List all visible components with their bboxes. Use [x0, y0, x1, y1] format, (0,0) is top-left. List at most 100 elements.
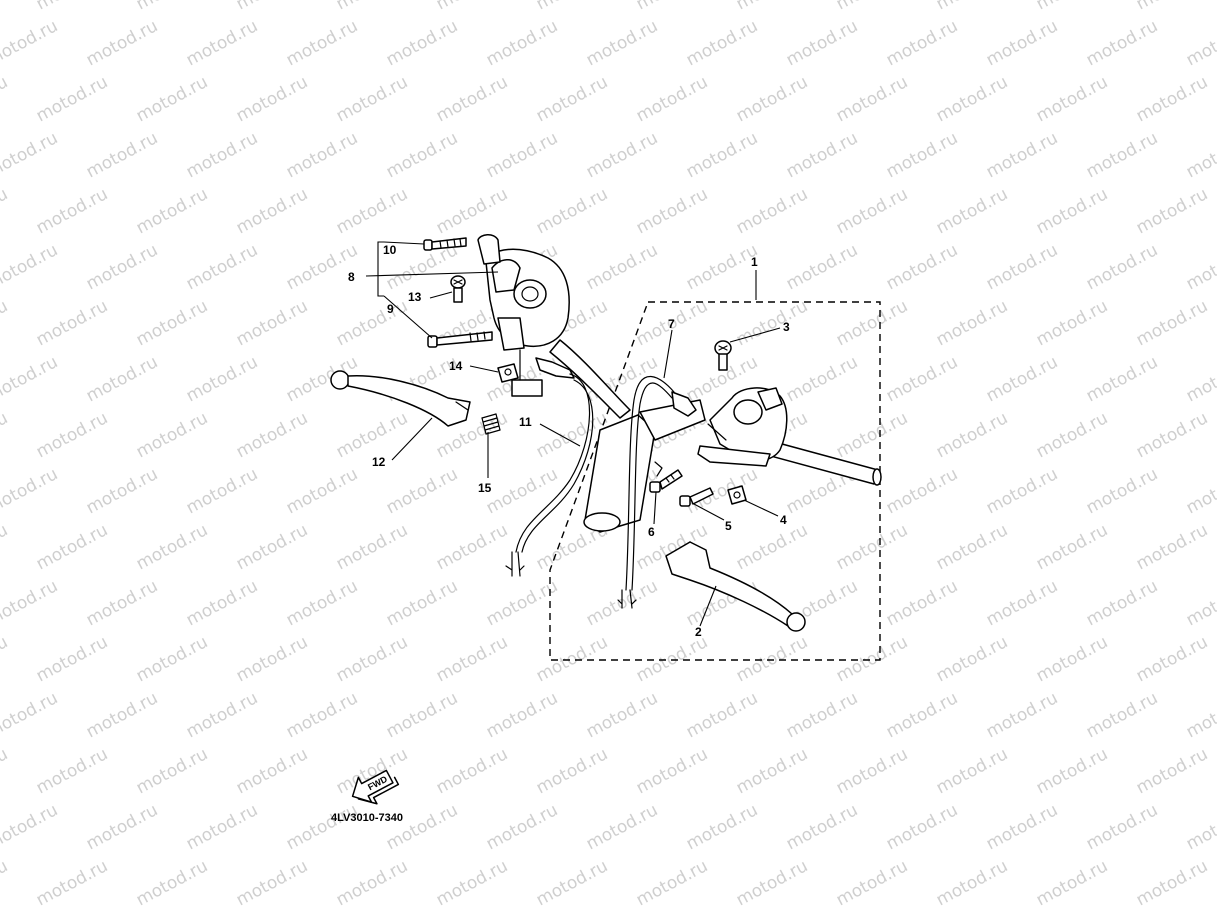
- watermark-text: motod.ru: [333, 856, 411, 910]
- watermark-text: motod.ru: [0, 800, 61, 854]
- watermark-text: motod.ru: [833, 744, 911, 798]
- watermark-text: motod.ru: [433, 0, 511, 14]
- watermark-text: motod.ru: [1133, 0, 1211, 14]
- watermark-text: motod.ru: [133, 520, 211, 574]
- left-lever-holder: [477, 234, 570, 397]
- watermark-text: motod.ru: [783, 352, 861, 406]
- watermark-text: motod.ru: [783, 688, 861, 742]
- watermark-text: motod.ru: [533, 632, 611, 686]
- watermark-text: motod.ru: [233, 856, 311, 910]
- watermark-text: motod.ru: [933, 184, 1011, 238]
- watermark-text: motod.ru: [183, 576, 261, 630]
- watermark-text: motod.ru: [733, 184, 811, 238]
- watermark-text: motod.ru: [1133, 632, 1211, 686]
- watermark-text: motod.ru: [1083, 128, 1161, 182]
- watermark-text: motod.ru: [0, 520, 11, 574]
- watermark-text: motod.ru: [0, 296, 11, 350]
- watermark-text: motod.ru: [233, 632, 311, 686]
- watermark-text: motod.ru: [1183, 800, 1217, 854]
- watermark-text: motod.ru: [183, 800, 261, 854]
- watermark-text: motod.ru: [983, 16, 1061, 70]
- watermark-text: motod.ru: [883, 16, 961, 70]
- watermark-text: motod.ru: [833, 632, 911, 686]
- callout-3: 3: [783, 320, 790, 334]
- callout-13: 13: [408, 290, 422, 304]
- watermark-text: motod.ru: [1033, 632, 1111, 686]
- watermark-text: motod.ru: [233, 296, 311, 350]
- bolt-5: [679, 487, 714, 507]
- watermark-text: motod.ru: [533, 0, 611, 14]
- watermark-text: motod.ru: [483, 800, 561, 854]
- watermark-text: motod.ru: [783, 128, 861, 182]
- callout-12: 12: [372, 455, 386, 469]
- watermark-text: motod.ru: [133, 632, 211, 686]
- callout-labels: 1 2 3 4 5 6 7 8 9 10 11 12 13 14 15: [348, 243, 790, 639]
- callout-6: 6: [648, 525, 655, 539]
- watermark-text: motod.ru: [883, 800, 961, 854]
- watermark-text: motod.ru: [0, 856, 11, 910]
- watermark-text: motod.ru: [183, 352, 261, 406]
- screw-3: [714, 340, 732, 371]
- watermark-text: motod.ru: [383, 128, 461, 182]
- watermark-text: motod.ru: [783, 800, 861, 854]
- watermark-text: motod.ru: [883, 352, 961, 406]
- watermark-text: motod.ru: [0, 72, 11, 126]
- watermark-text: motod.ru: [233, 72, 311, 126]
- watermark-text: motod.ru: [1033, 856, 1111, 910]
- watermark-text: motod.ru: [1183, 576, 1217, 630]
- watermark-text: motod.ru: [1133, 184, 1211, 238]
- watermark-text: motod.ru: [183, 128, 261, 182]
- watermark-text: motod.ru: [483, 128, 561, 182]
- watermark-text: motod.ru: [683, 128, 761, 182]
- callout-7: 7: [668, 317, 675, 331]
- watermark-text: motod.ru: [883, 464, 961, 518]
- watermark-text: motod.ru: [83, 800, 161, 854]
- watermark-text: motod.ru: [183, 688, 261, 742]
- watermark-text: motod.ru: [33, 408, 111, 462]
- watermark-text: motod.ru: [33, 0, 111, 14]
- watermark-text: motod.ru: [1033, 0, 1111, 14]
- watermark-text: motod.ru: [533, 744, 611, 798]
- watermark-text: motod.ru: [833, 408, 911, 462]
- watermark-text: motod.ru: [833, 520, 911, 574]
- watermark-text: motod.ru: [0, 464, 61, 518]
- callout-2: 2: [695, 625, 702, 639]
- watermark-text: motod.ru: [1083, 464, 1161, 518]
- watermark-text: motod.ru: [433, 184, 511, 238]
- watermark-text: motod.ru: [133, 184, 211, 238]
- watermark-text: motod.ru: [983, 576, 1061, 630]
- watermark-text: motod.ru: [1183, 464, 1217, 518]
- watermark-text: motod.ru: [33, 296, 111, 350]
- watermark-text: motod.ru: [0, 576, 61, 630]
- watermark-text: motod.ru: [983, 240, 1061, 294]
- watermark-text: motod.ru: [983, 800, 1061, 854]
- watermark-text: motod.ru: [583, 128, 661, 182]
- watermark-text: motod.ru: [233, 744, 311, 798]
- bolt-6: [649, 469, 683, 493]
- watermark-text: motod.ru: [733, 72, 811, 126]
- watermark-text: motod.ru: [533, 72, 611, 126]
- watermark-text: motod.ru: [33, 744, 111, 798]
- part-code: 4LV3010-7340: [331, 812, 403, 824]
- left-lever-12: [330, 370, 471, 427]
- watermark-text: motod.ru: [883, 688, 961, 742]
- watermark-text: motod.ru: [0, 240, 61, 294]
- watermark-text: motod.ru: [633, 72, 711, 126]
- watermark-text: motod.ru: [933, 72, 1011, 126]
- watermark-text: motod.ru: [33, 856, 111, 910]
- watermark-text: motod.ru: [233, 184, 311, 238]
- watermark-text: motod.ru: [883, 576, 961, 630]
- watermark-text: motod.ru: [633, 744, 711, 798]
- watermark-text: motod.ru: [883, 128, 961, 182]
- watermark-text: motod.ru: [0, 184, 11, 238]
- watermark-text: motod.ru: [933, 0, 1011, 14]
- watermark-text: motod.ru: [433, 632, 511, 686]
- watermark-text: motod.ru: [233, 520, 311, 574]
- watermark-text: motod.ru: [83, 16, 161, 70]
- watermark-text: motod.ru: [283, 688, 361, 742]
- watermark-text: motod.ru: [333, 0, 411, 14]
- watermark-text: motod.ru: [133, 856, 211, 910]
- handlebar-center: [549, 339, 706, 533]
- watermark-text: motod.ru: [0, 408, 11, 462]
